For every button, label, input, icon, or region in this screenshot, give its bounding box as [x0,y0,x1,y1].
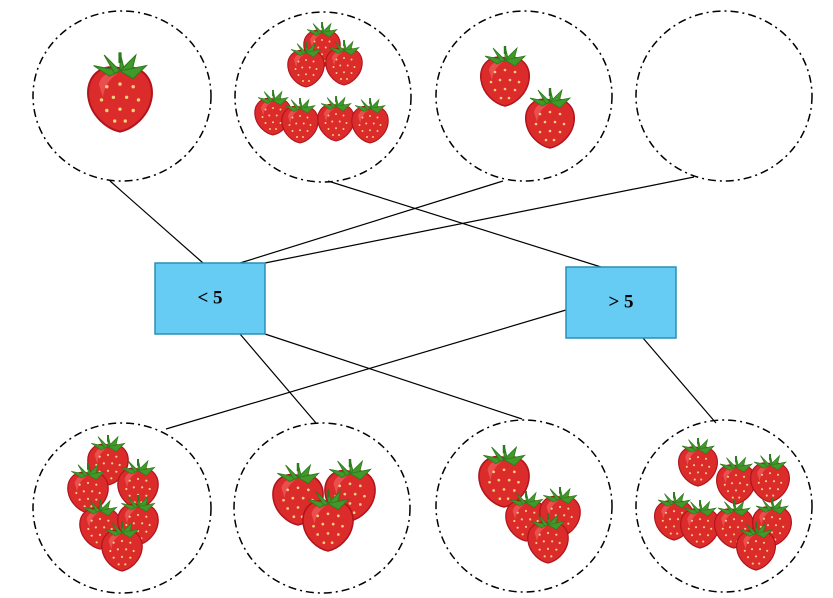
box-less-than-five-label: < 5 [197,287,222,308]
strawberry-icon [678,437,718,487]
connector-top-1-less [109,180,204,264]
box-less-than-five-shape [154,262,266,335]
connection-lines [109,176,717,430]
strawberry-icon [351,97,389,144]
group-bottom-4 [635,419,813,593]
connector-top-4-less [264,176,695,264]
group-circle [234,11,412,183]
group-circle [435,10,613,182]
strawberry-icon [317,95,355,142]
group-circle [435,419,613,593]
box-greater-than-five[interactable]: > 5 [565,266,677,339]
strawberry-icon [87,51,153,133]
group-circle [32,422,212,594]
strawberry-icon [716,455,756,505]
connector-top-2-greater [327,180,602,268]
box-greater-than-five-label: > 5 [608,291,633,312]
group-top-4 [635,10,813,182]
strawberry-icon [525,87,575,149]
group-bottom-2 [233,422,411,594]
group-top-2 [234,11,412,183]
group-top-1 [32,10,212,182]
strawberry-icon [478,444,530,508]
group-circle [32,10,212,182]
connector-bottom-2-less [239,333,317,424]
group-top-3 [435,10,613,182]
connector-bottom-1-greater [165,309,567,430]
box-less-than-five[interactable]: < 5 [154,262,266,335]
group-bottom-1 [32,422,212,594]
group-circle [635,419,813,593]
connector-bottom-4-greater [642,337,717,424]
group-circle [233,422,411,594]
box-greater-than-five-shape [565,266,677,339]
connector-top-3-less [239,180,504,264]
connector-bottom-3-less [264,333,523,420]
strawberry-icon [480,45,530,107]
group-circle [635,10,813,182]
group-bottom-3 [435,419,613,593]
strawberry-icon [750,453,790,503]
